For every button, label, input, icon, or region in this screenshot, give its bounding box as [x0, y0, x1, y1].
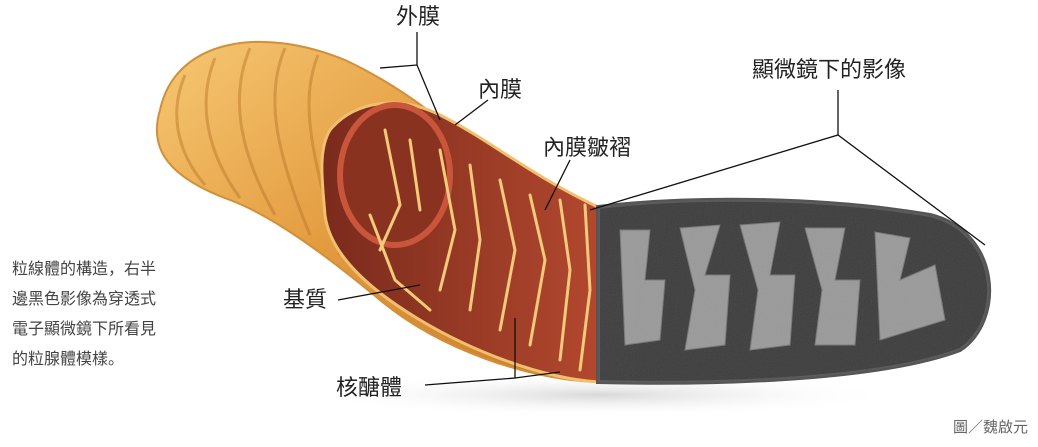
label-cristae: 內膜皺褶: [543, 138, 631, 160]
caption-line: 粒線體的構造，右半: [12, 254, 212, 284]
caption-line: 邊黑色影像為穿透式: [12, 284, 212, 314]
caption-line: 電子顯微鏡下所看見: [12, 314, 212, 344]
label-outer-membrane: 外膜: [396, 7, 440, 29]
em-grain: [598, 195, 1008, 390]
label-em-image: 顯微鏡下的影像: [752, 60, 906, 82]
label-matrix: 基質: [283, 290, 327, 312]
caption-line: 的粒腺體模樣。: [12, 344, 212, 374]
label-inner-membrane: 內膜: [478, 80, 522, 102]
caption: 粒線體的構造，右半 邊黑色影像為穿透式 電子顯微鏡下所看見 的粒腺體模樣。: [12, 254, 212, 374]
label-ribosome: 核醣體: [336, 378, 402, 400]
image-credit: 圖／魏啟元: [953, 416, 1028, 437]
